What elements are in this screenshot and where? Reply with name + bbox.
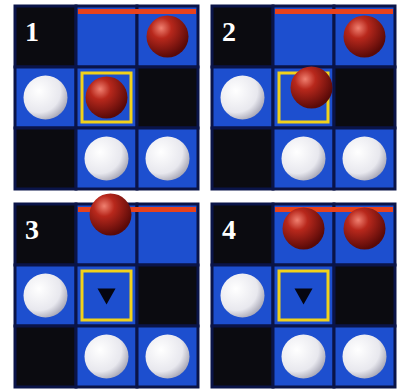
board-cell <box>212 128 273 189</box>
board-cell <box>76 67 137 128</box>
red-ball <box>291 67 333 109</box>
board-cell <box>137 326 198 387</box>
board-cell <box>76 326 137 387</box>
board-panel <box>15 194 198 388</box>
target-square <box>82 73 131 122</box>
board-cell <box>273 265 334 326</box>
board-cell <box>334 204 395 265</box>
board-cell <box>137 128 198 189</box>
red-bar <box>275 9 393 14</box>
board-cell <box>212 265 273 326</box>
board-cell <box>137 204 198 265</box>
board-cell <box>15 67 76 128</box>
white-ball <box>221 274 265 318</box>
white-ball <box>146 335 190 379</box>
board-cell <box>76 265 137 326</box>
white-ball <box>343 335 387 379</box>
board-cell <box>137 265 198 326</box>
panel-number: 3 <box>25 216 39 244</box>
board-panel <box>15 6 198 189</box>
white-ball <box>24 76 68 120</box>
target-square <box>279 271 328 320</box>
board-cell <box>15 265 76 326</box>
red-ball <box>344 208 386 250</box>
board-cell <box>273 128 334 189</box>
white-ball <box>343 137 387 181</box>
target-square <box>82 271 131 320</box>
down-arrow-symbol <box>98 289 116 305</box>
board-cell <box>273 204 334 265</box>
board-cell <box>76 6 137 67</box>
board-panel <box>212 204 395 387</box>
red-ball <box>344 16 386 58</box>
white-ball <box>146 137 190 181</box>
red-ball <box>283 208 325 250</box>
board-cell <box>334 6 395 67</box>
panel-number: 2 <box>222 18 236 46</box>
board-cell <box>334 128 395 189</box>
white-ball <box>282 335 326 379</box>
board-panel <box>212 6 395 189</box>
board-cell <box>212 326 273 387</box>
board-cell <box>212 204 273 265</box>
red-ball <box>86 77 128 119</box>
board-cell <box>273 6 334 67</box>
white-ball <box>85 335 129 379</box>
board-cell <box>137 6 198 67</box>
red-ball <box>90 194 132 236</box>
board-cell <box>76 128 137 189</box>
board-cell <box>15 128 76 189</box>
board-cell <box>15 326 76 387</box>
red-bar <box>78 9 196 14</box>
white-ball <box>85 137 129 181</box>
board-cell <box>212 67 273 128</box>
board-cell <box>273 67 334 128</box>
panel-number: 4 <box>222 216 236 244</box>
board-cell <box>212 6 273 67</box>
white-ball <box>282 137 326 181</box>
board-cell <box>334 265 395 326</box>
board-cell <box>334 67 395 128</box>
board-cell <box>334 326 395 387</box>
board-cell <box>273 326 334 387</box>
down-arrow-symbol <box>295 289 313 305</box>
white-ball <box>24 274 68 318</box>
white-ball <box>221 76 265 120</box>
panel-number: 1 <box>25 18 39 46</box>
board-cell <box>15 204 76 265</box>
board-cell <box>15 6 76 67</box>
board-cell <box>137 67 198 128</box>
red-ball <box>147 16 189 58</box>
